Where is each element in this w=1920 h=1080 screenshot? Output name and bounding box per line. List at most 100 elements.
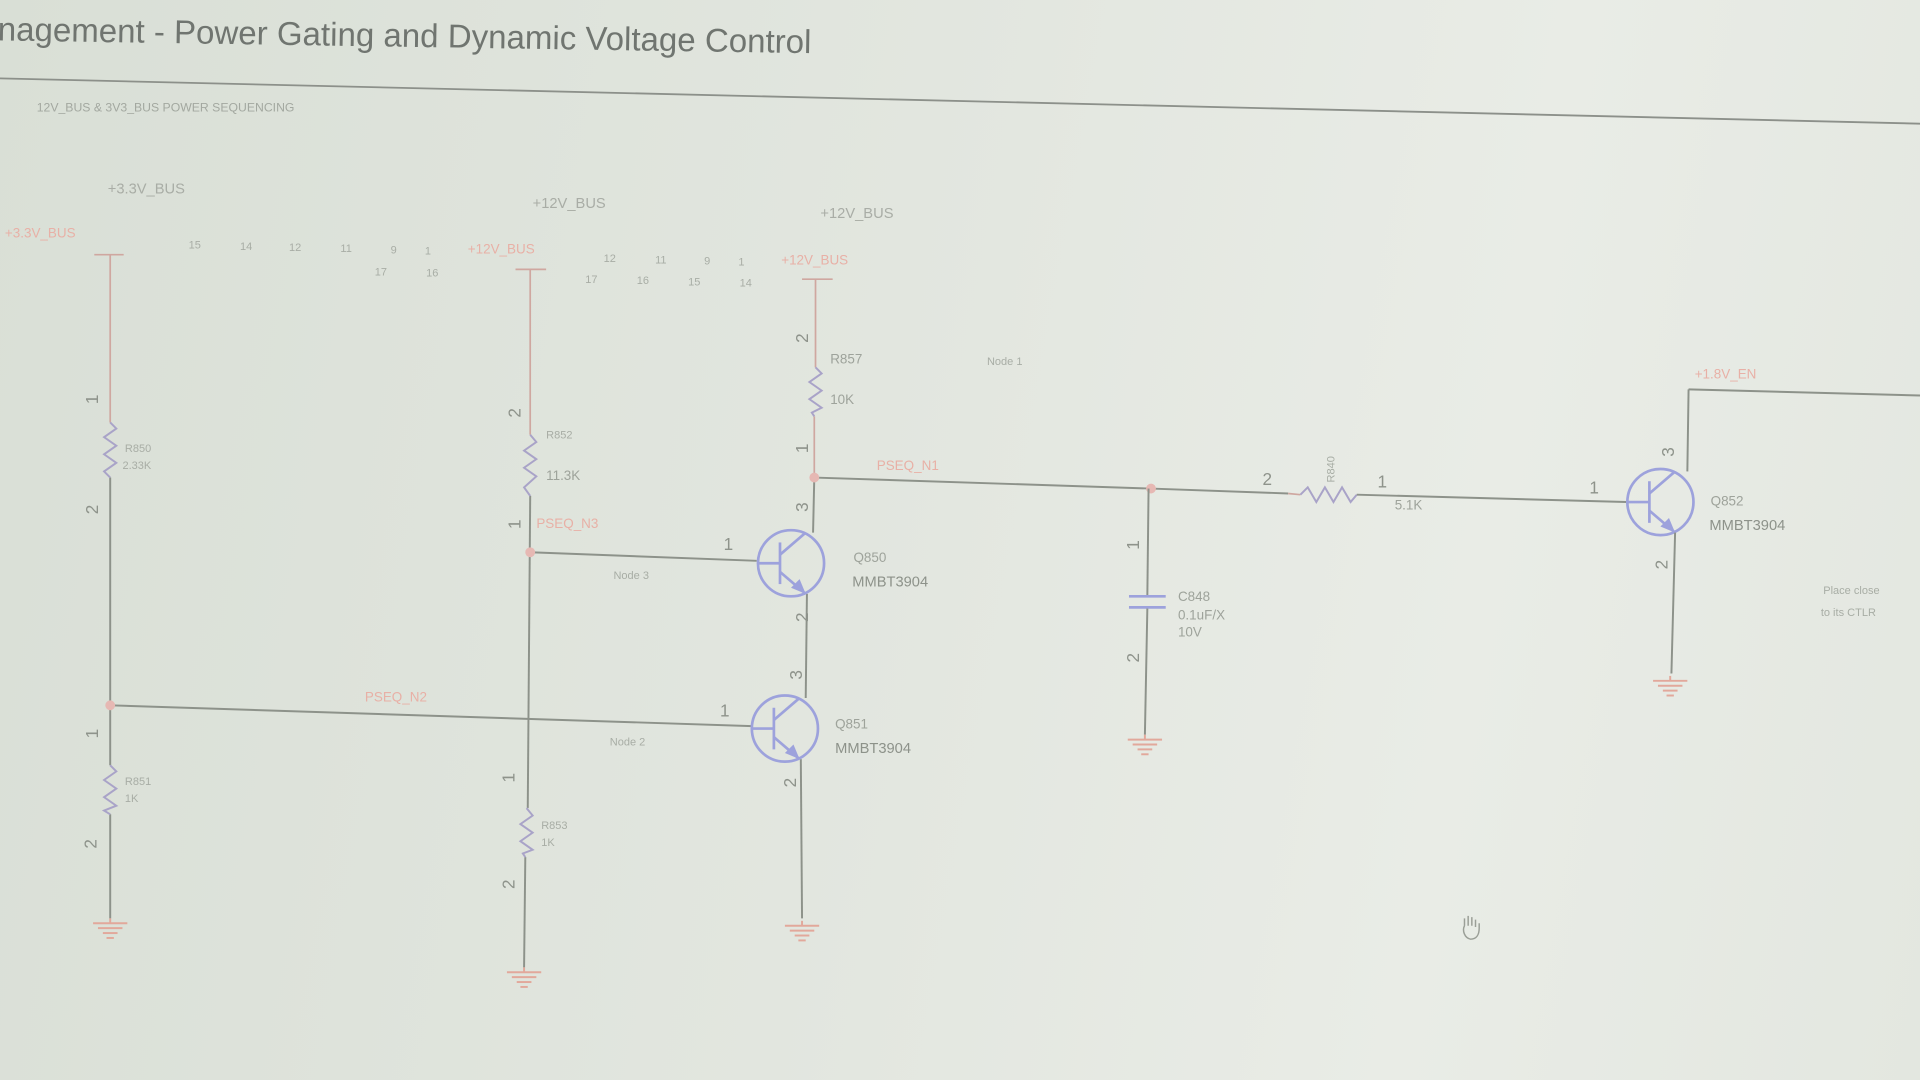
svg-text:14: 14 [240,241,252,253]
svg-text:R852: R852 [546,429,572,441]
svg-text:12: 12 [604,253,616,265]
page-title: nagement - Power Gating and Dynamic Volt… [0,11,812,61]
svg-text:2: 2 [82,505,102,515]
svg-text:9: 9 [704,255,710,267]
svg-text:1: 1 [1589,477,1599,497]
svg-text:11: 11 [655,254,666,266]
svg-text:15: 15 [189,240,201,252]
svg-text:1: 1 [738,257,744,269]
transistor-q851[interactable]: Q851 MMBT3904 1 3 2 [720,670,911,787]
net-label-3v3: +3.3V_BUS [5,226,76,241]
svg-text:to its CTLR: to its CTLR [1821,607,1876,619]
power-label-12v-b: +12V_BUS [820,206,893,222]
resistor-r840[interactable]: R840 5.1K 2 1 [1262,456,1422,512]
ground-icon [783,919,821,942]
svg-text:17: 17 [375,267,387,279]
svg-text:1: 1 [720,700,730,720]
net-pseq-n2[interactable]: PSEQ_N2 Node 2 [105,690,752,749]
net-label-1v8-en: +1.8V_EN [1695,366,1757,381]
svg-text:11: 11 [340,243,351,255]
svg-text:16: 16 [426,268,438,280]
svg-text:Place close: Place close [1823,585,1879,597]
title-divider [0,77,1920,125]
ground-icon [1126,733,1164,756]
svg-text:C848: C848 [1178,589,1210,604]
svg-text:16: 16 [637,275,649,287]
svg-text:Node 2: Node 2 [610,737,646,749]
svg-text:1: 1 [724,534,734,554]
svg-text:2: 2 [1262,469,1272,489]
svg-text:14: 14 [740,278,752,290]
net-label-12v-b: +12V_BUS [781,252,848,267]
net-pseq-n3[interactable]: PSEQ_N3 Node 3 [525,516,757,582]
svg-text:3: 3 [792,502,812,512]
rail-12v-b [799,278,833,919]
svg-text:1K: 1K [541,837,555,849]
svg-text:15: 15 [688,276,700,288]
resistor-r850[interactable]: R850 2.33K 1 2 [82,395,152,515]
svg-text:1: 1 [498,773,518,783]
resistor-r857[interactable]: R857 10K 2 1 [792,333,862,453]
svg-text:2: 2 [504,408,524,418]
svg-text:1: 1 [425,246,431,258]
rail-3v3 [94,253,124,919]
power-label-12v-a: +12V_BUS [533,196,606,212]
svg-text:1K: 1K [125,793,139,805]
hand-cursor-icon [1462,915,1480,940]
svg-text:2: 2 [780,778,800,788]
rail-12v-a [515,268,547,968]
svg-text:11.3K: 11.3K [546,468,580,483]
svg-text:2: 2 [1652,560,1672,570]
svg-text:1: 1 [504,519,524,529]
power-label-3v3: +3.3V_BUS [108,181,185,197]
resistor-r852[interactable]: R852 11.3K 2 1 [504,408,580,529]
svg-text:MMBT3904: MMBT3904 [1709,518,1785,534]
svg-text:R857: R857 [830,352,862,367]
svg-text:Q851: Q851 [835,717,868,732]
svg-text:R853: R853 [541,820,567,832]
capacitor-c848[interactable]: C848 0.1uF/X 10V 1 2 [1123,488,1225,735]
svg-text:12: 12 [289,242,301,254]
svg-text:3: 3 [1658,447,1678,457]
resistor-r853[interactable]: R853 1K 1 2 [498,773,567,889]
svg-text:2.33K: 2.33K [122,460,151,472]
net-1v8-en[interactable] [1686,388,1920,472]
ground-icon [1652,674,1689,697]
svg-text:1: 1 [1378,471,1388,491]
pin-row-2: 12 11 9 1 17 16 15 14 [585,253,752,289]
svg-text:Node 3: Node 3 [613,570,649,582]
svg-text:10K: 10K [830,392,854,407]
resistor-r851[interactable]: R851 1K 1 2 [81,729,152,849]
svg-text:PSEQ_N3: PSEQ_N3 [536,516,598,531]
pin-row-1: 15 14 12 11 9 1 17 16 [189,240,439,280]
section-title: 12V_BUS & 3V3_BUS POWER SEQUENCING [37,100,295,114]
net-pseq-n1[interactable]: PSEQ_N1 Node 1 [809,356,1301,496]
svg-text:Q852: Q852 [1711,494,1744,509]
ground-icon [92,917,129,939]
svg-text:2: 2 [1123,653,1143,663]
svg-text:PSEQ_N2: PSEQ_N2 [365,690,427,705]
svg-text:9: 9 [391,244,397,256]
svg-text:1: 1 [82,395,102,405]
svg-text:R851: R851 [125,776,151,788]
transistor-q850[interactable]: Q850 MMBT3904 1 3 2 [724,502,928,622]
svg-text:5.1K: 5.1K [1395,497,1423,512]
wire-r840-q852 [1356,493,1627,504]
svg-text:3: 3 [786,670,806,680]
transistor-q852[interactable]: Q852 MMBT3904 1 3 2 [1589,447,1785,674]
svg-text:2: 2 [81,839,101,849]
svg-text:17: 17 [585,274,597,286]
svg-text:R840: R840 [1326,456,1338,482]
svg-text:R850: R850 [125,443,151,455]
svg-text:MMBT3904: MMBT3904 [852,575,928,591]
svg-text:Q850: Q850 [853,550,886,565]
svg-text:PSEQ_N1: PSEQ_N1 [877,458,939,473]
svg-text:2: 2 [792,333,812,343]
svg-text:1: 1 [792,444,812,454]
svg-text:MMBT3904: MMBT3904 [835,741,911,757]
ground-icon [505,966,543,988]
svg-text:1: 1 [1123,540,1143,550]
net-label-12v-a: +12V_BUS [468,241,535,256]
